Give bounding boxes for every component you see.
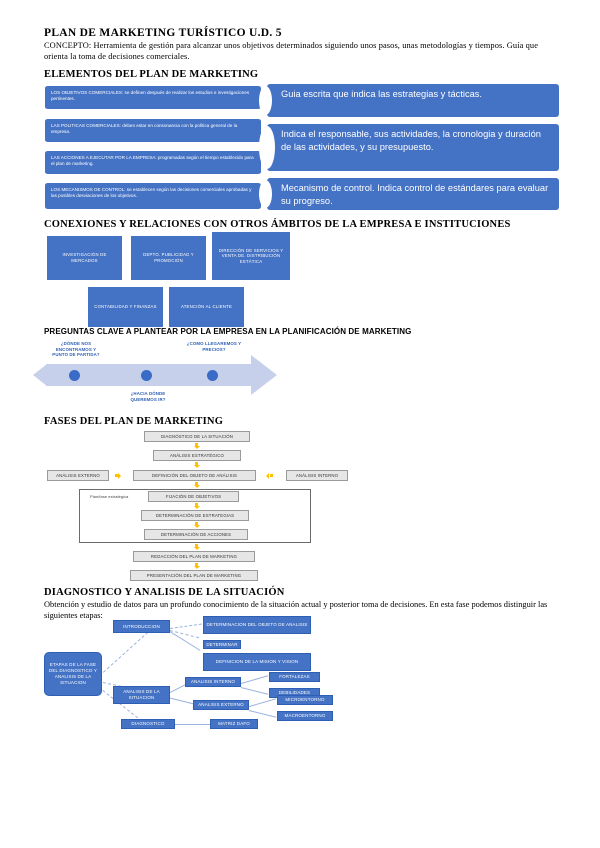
fase-arrow-stem-1: [195, 443, 199, 446]
fase-arrow-down-4-icon: [193, 505, 200, 509]
mm-node-microentorno: MICROENTORNO: [277, 695, 333, 705]
elemento-box-politicas: LAS POLITICAS COMERCIALES: deben estar e…: [45, 118, 261, 143]
mm-node-mision-vision: DEFINICION DE LA MISION Y VISION: [203, 653, 311, 671]
concept-line-2: Guía que orienta la toma de decisiones c…: [44, 41, 539, 61]
elemento-box-acciones: LAS ACCIONES A EJECUTAR POR LA EMPRESA: …: [45, 150, 261, 175]
mm-connector-interno-fortalezas: [241, 675, 269, 684]
mm-connector-intro-determinacion: [170, 623, 202, 629]
chevron-notch-1-icon: [259, 86, 272, 115]
arrow-dot-1: [69, 370, 80, 381]
fase-box-determinacion-estrategias: DETERMINACIÓN DE ESTRATEGIAS: [141, 510, 249, 521]
elemento-box-objetivos: LOS OBJETIVOS COMERCIALES: se definen de…: [45, 85, 261, 110]
heading-elementos: ELEMENTOS DEL PLAN DE MARKETING: [44, 69, 259, 80]
fase-box-analisis-estrategico: ANÁLISIS ESTRATÉGICO: [153, 450, 241, 461]
fase-box-diagnostico: DIAGNÓSTICO DE LA SITUACIÓN: [144, 431, 250, 442]
fase-arrow-down-5-icon: [193, 524, 200, 528]
fase-arrow-down-2-icon: [193, 464, 200, 468]
fase-box-definicion-objeto: DEFINICIÓN DEL OBJETO DE ANÁLISIS: [133, 470, 256, 481]
heading-fases: FASES DEL PLAN DE MARKETING: [44, 416, 224, 427]
mm-node-matriz-dafo: MATRIZ DAFO: [210, 719, 258, 729]
mm-connector-root-introduccion: [103, 631, 149, 673]
mm-connector-interno-debilidades: [240, 687, 269, 695]
concept-line-1: CONCEPTO: Herramienta de gestión para al…: [44, 41, 505, 50]
mm-node-analisis-interno: ANALISIS INTERNO: [185, 677, 241, 687]
diagnostico-intro-line-1: Obtención y estudio de datos para un pro…: [44, 600, 470, 609]
mm-connector-externo-microentorno: [249, 698, 277, 707]
pregunta-label-2: ¿HACIA DÓNDE QUEREMOS IR?: [130, 391, 166, 402]
mm-node-introduccion: INTRODUCCION: [113, 620, 170, 633]
fase-arrow-down-1-icon: [193, 445, 200, 449]
elemento-desc-mecanismo: Mecanismo de control. Indica control de …: [267, 178, 559, 210]
mm-node-macroentorno: MACROENTORNO: [277, 711, 333, 721]
mm-node-diagnostico: DIAGNOSTICO: [121, 719, 175, 729]
arrow-head-shape: [251, 355, 277, 395]
fase-group-note: Plan/fase estratégica: [90, 494, 129, 499]
fase-arrow-down-7-icon: [193, 565, 200, 569]
fase-arrow-stem-7: [195, 563, 199, 566]
diagnostico-intro-line-2: podemos distinguir las siguientes etapas…: [44, 600, 548, 620]
fase-box-presentacion-plan: PRESENTACIÓN DEL PLAN DE MARKETING: [130, 570, 258, 581]
arrow-dot-2: [141, 370, 152, 381]
chevron-notch-2-icon: [259, 126, 275, 169]
conexion-box-investigacion: INVESTIGACIÓN DE MERCADOS: [47, 236, 122, 280]
conexion-box-direccion-servicios: DIRECCIÓN DE SERVICIOS Y VENTA DE. DISTR…: [212, 232, 290, 280]
fase-arrow-hstem-1: [115, 474, 119, 478]
fase-box-fijacion-objetivos: FIJACIÓN DE OBJETIVOS: [148, 491, 239, 502]
fase-arrow-down-6-icon: [193, 546, 200, 550]
mm-connector-externo-macroentorno: [248, 710, 277, 718]
elemento-box-mecanismos: LOS MECANISMOS DE CONTROL: se establecen…: [45, 182, 261, 210]
arrow-dot-3: [207, 370, 218, 381]
mm-node-root: ETAPAS DE LA FASE DEL DIAGNOSTICO Y ANAL…: [44, 652, 102, 696]
conexion-box-atencion-cliente: ATENCIÓN AL CLIENTE: [169, 287, 244, 327]
fase-box-analisis-interno: ANÁLISIS INTERNO: [286, 470, 348, 481]
fase-box-determinacion-acciones: DETERMINACIÓN DE ACCIONES: [144, 529, 248, 540]
mm-node-determinar: DETERMINAR: [203, 640, 241, 649]
arrow-tail-shape: [33, 364, 47, 386]
heading-conexiones: CONEXIONES Y RELACIONES CON OTROS ÁMBITO…: [44, 219, 511, 230]
fase-arrow-down-3-icon: [193, 484, 200, 488]
conexion-box-publicidad: DEPTO. PUBLICIDAD Y PROMOCIÓN: [131, 236, 206, 280]
fase-arrow-stem-3: [195, 482, 199, 485]
elemento-desc-guia: Guia escrita que indica las estrategias …: [267, 84, 559, 117]
fase-arrow-stem-2: [195, 462, 199, 465]
mm-connector-diagnostico-dafo: [175, 724, 210, 725]
mm-node-fortalezas: FORTALEZAS: [269, 672, 320, 682]
fase-arrow-right-icon: [118, 472, 121, 479]
mm-node-determinacion-objeto: DETERMINACION DEL OBJETO DE ANALISIS: [203, 616, 311, 634]
pregunta-label-1: ¿DÓNDE NOS ENCONTRAMOS Y PUNTO DE PARTID…: [52, 341, 100, 358]
diagnostico-intro: Obtención y estudio de datos para un pro…: [44, 600, 559, 621]
pregunta-label-3: ¿COMO LLEGAREMOS Y PRECIOS?: [186, 341, 242, 352]
concept-paragraph: CONCEPTO: Herramienta de gestión para al…: [44, 41, 559, 62]
chevron-notch-3-icon: [259, 180, 272, 208]
conexion-box-contabilidad: CONTABILIDAD Y FINANZAS: [88, 287, 163, 327]
fase-arrow-left-icon: [266, 472, 269, 479]
heading-diagnostico: DIAGNOSTICO Y ANALISIS DE LA SITUACIÓN: [44, 587, 285, 598]
fase-box-redaccion-plan: REDACCIÓN DEL PLAN DE MARKETING: [133, 551, 255, 562]
fase-group-estrategica: [79, 489, 311, 543]
fase-arrow-stem-6: [195, 544, 199, 547]
fase-arrow-hstem-2: [269, 474, 273, 478]
mm-node-analisis-externo: ANALISIS EXTERNO: [193, 700, 249, 710]
fase-box-analisis-externo: ANÁLISIS EXTERNO: [47, 470, 109, 481]
heading-preguntas: PREGUNTAS CLAVE A PLANTEAR POR LA EMPRES…: [44, 327, 412, 336]
elemento-desc-responsable: Indica el responsable, sus actividades, …: [267, 124, 559, 171]
mm-node-analisis-situacion: ANALISIS DE LA SITUACION: [113, 686, 170, 704]
fase-arrow-stem-5: [195, 522, 199, 525]
fase-arrow-stem-4: [195, 503, 199, 506]
page-title: PLAN DE MARKETING TURÍSTICO U.D. 5: [44, 27, 282, 39]
